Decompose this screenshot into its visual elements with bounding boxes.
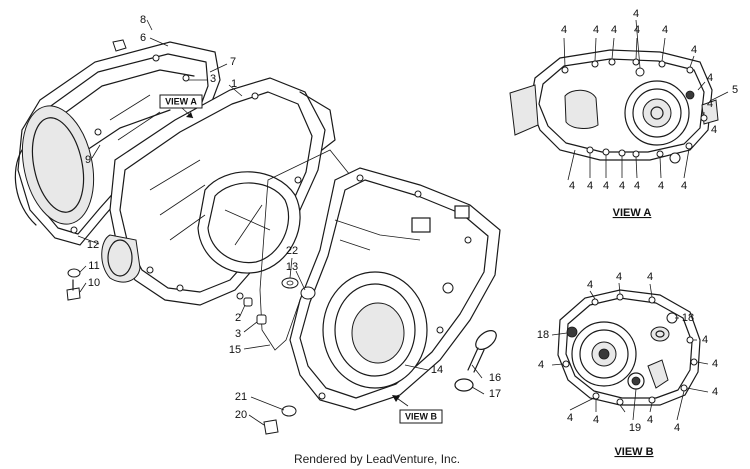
callout-9: 9 [85, 154, 91, 166]
callout-17: 17 [489, 388, 501, 400]
callout-2: 2 [235, 312, 241, 324]
small-hardware [66, 39, 497, 435]
callout-13: 13 [286, 261, 298, 273]
svg-text:4: 4 [658, 180, 664, 192]
callout-22: 22 [286, 245, 298, 257]
footer-credit: Rendered by LeadVenture, Inc. [294, 452, 460, 466]
callout-10: 10 [88, 277, 100, 289]
callout-15: 15 [229, 344, 241, 356]
svg-text:4: 4 [538, 359, 544, 371]
callout-21: 21 [235, 391, 247, 403]
svg-text:5: 5 [732, 84, 738, 96]
svg-text:4: 4 [633, 8, 639, 20]
view-a-tag: VIEW A [159, 94, 203, 119]
svg-text:18: 18 [537, 329, 549, 341]
view-a-title: VIEW A [613, 207, 652, 219]
svg-text:19: 19 [629, 422, 641, 434]
view-b-detail [557, 289, 701, 406]
callout-6: 6 [140, 32, 146, 44]
svg-text:4: 4 [611, 24, 617, 36]
svg-text:4: 4 [674, 422, 680, 434]
view-b-bolts [562, 293, 698, 406]
main-leaders [77, 19, 485, 426]
svg-text:4: 4 [712, 386, 718, 398]
callout-20: 20 [235, 409, 247, 421]
svg-text:4: 4 [707, 72, 713, 84]
view-b-leaders [551, 282, 709, 421]
callout-12: 12 [87, 239, 99, 251]
svg-text:4: 4 [691, 44, 697, 56]
clutch-cover-outer [14, 41, 221, 246]
svg-text:4: 4 [712, 358, 718, 370]
svg-text:4: 4 [561, 24, 567, 36]
svg-text:4: 4 [634, 180, 640, 192]
main-callouts: 8 6 7 3 1 9 12 11 10 22 13 2 3 15 14 16 … [85, 14, 501, 421]
callout-14: 14 [431, 364, 443, 376]
svg-text:4: 4 [702, 334, 708, 346]
svg-text:4: 4 [616, 271, 622, 283]
svg-text:18: 18 [682, 312, 694, 324]
view-b-title: VIEW B [614, 446, 653, 458]
svg-text:4: 4 [711, 124, 717, 136]
svg-text:4: 4 [619, 180, 625, 192]
svg-text:4: 4 [587, 180, 593, 192]
callout-16: 16 [489, 372, 501, 384]
view-a-leaders [563, 37, 706, 181]
svg-text:4: 4 [603, 180, 609, 192]
svg-text:4: 4 [707, 98, 713, 110]
svg-text:4: 4 [593, 24, 599, 36]
crankcase-body [101, 77, 336, 306]
callout-8: 8 [140, 14, 146, 26]
svg-text:4: 4 [647, 271, 653, 283]
svg-text:4: 4 [662, 24, 668, 36]
callout-3b: 3 [235, 328, 241, 340]
view-a-bolts [561, 58, 708, 158]
svg-text:4: 4 [681, 180, 687, 192]
view-b-tag: VIEW B [392, 395, 443, 424]
view-a-detail [509, 49, 719, 164]
svg-text:VIEW A: VIEW A [165, 96, 197, 106]
callout-1: 1 [231, 78, 237, 90]
svg-text:4: 4 [647, 414, 653, 426]
callout-7: 7 [230, 56, 236, 68]
svg-text:4: 4 [567, 412, 573, 424]
svg-text:4: 4 [587, 279, 593, 291]
magneto-cover [289, 167, 501, 411]
svg-text:VIEW B: VIEW B [405, 411, 438, 421]
svg-text:4: 4 [593, 414, 599, 426]
callout-11: 11 [88, 260, 99, 272]
svg-text:4: 4 [569, 180, 575, 192]
view-b-callouts: 4 4 18 18 4 4 4 4 4 4 19 4 4 4 [537, 271, 718, 434]
callout-3: 3 [210, 73, 216, 85]
